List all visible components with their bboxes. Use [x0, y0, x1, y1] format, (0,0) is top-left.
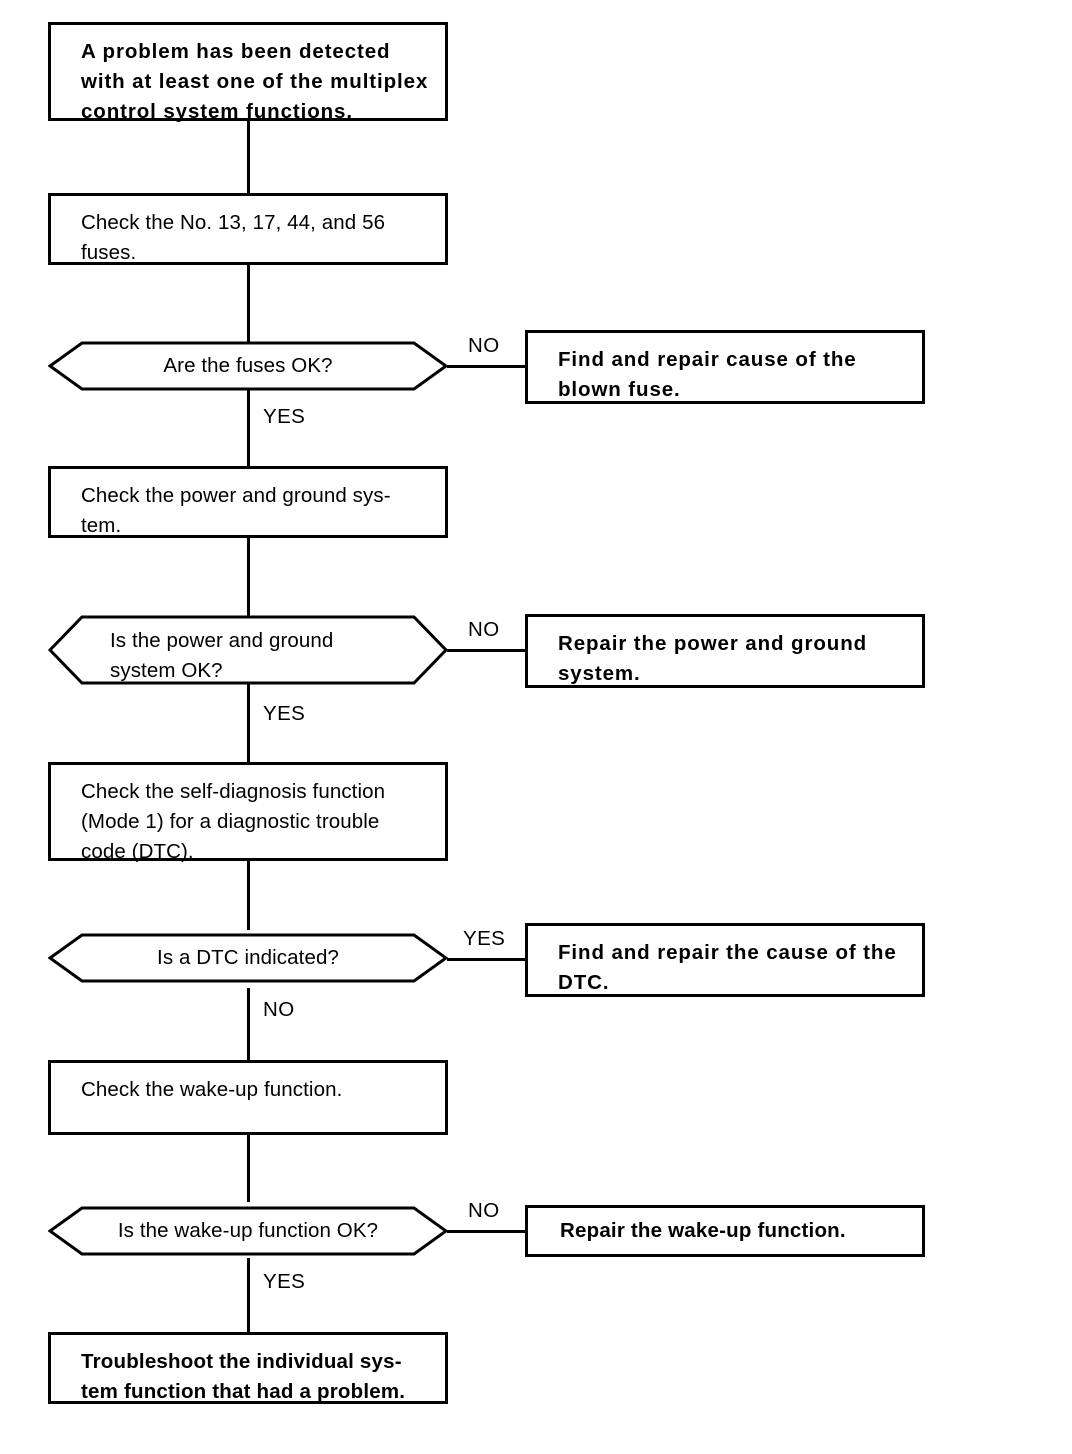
branch-label-power-yes: YES: [263, 702, 306, 725]
node-power-ground-ok: Is the power and ground system OK?: [48, 615, 448, 685]
connector-power-no-branch: [447, 649, 527, 652]
connector-dtc-yes-branch: [447, 958, 527, 961]
branch-label-power-no: NO: [468, 618, 500, 641]
node-power-ground-ok-text: Is the power and ground system OK?: [110, 629, 334, 682]
node-wakeup-ok: Is the wake-up function OK?: [48, 1206, 448, 1256]
node-check-fuses: Check the No. 13, 17, 44, and 56 fuses.: [48, 193, 448, 265]
connector-wakeup-no-branch: [447, 1230, 527, 1233]
node-check-wakeup-text: Check the wake-up function.: [81, 1078, 343, 1101]
connector-fuses-to-decision: [247, 262, 250, 344]
node-repair-dtc-text: Find and repair the cause of the DTC.: [558, 941, 897, 994]
node-repair-dtc: Find and repair the cause of the DTC.: [525, 923, 925, 997]
node-check-power-ground: Check the power and ground sys- tem.: [48, 466, 448, 538]
connector-power-to-decision: [247, 537, 250, 617]
hexagon-outline: [48, 615, 448, 685]
node-check-self-diagnosis-text: Check the self-diagnosis function (Mode …: [81, 780, 386, 863]
node-check-self-diagnosis: Check the self-diagnosis function (Mode …: [48, 762, 448, 863]
branch-label-dtc-yes: YES: [463, 927, 506, 950]
hexagon-outline: [48, 933, 448, 983]
branch-label-fuses-no: NO: [468, 334, 500, 357]
node-repair-blown-fuse: Find and repair cause of the blown fuse.: [525, 330, 925, 404]
node-repair-wakeup-text: Repair the wake-up function.: [560, 1219, 846, 1242]
connector-fuses-no-branch: [447, 365, 527, 368]
branch-label-wakeup-yes: YES: [263, 1270, 306, 1293]
node-check-wakeup: Check the wake-up function.: [48, 1060, 448, 1135]
node-troubleshoot-individual-text: Troubleshoot the individual sys- tem fun…: [81, 1350, 406, 1403]
node-repair-power-ground: Repair the power and ground system.: [525, 614, 925, 688]
node-check-power-ground-text: Check the power and ground sys- tem.: [81, 484, 391, 537]
connector-fusesok-to-power: [247, 388, 250, 466]
connector-wakeupcheck-to-decision: [247, 1132, 250, 1202]
node-problem-detected-text: A problem has been detected with at leas…: [81, 40, 429, 123]
branch-label-fuses-yes: YES: [263, 405, 306, 428]
branch-label-dtc-no: NO: [263, 998, 295, 1021]
connector-dtc-to-wakeupcheck: [247, 988, 250, 1060]
node-repair-power-ground-text: Repair the power and ground system.: [558, 632, 868, 685]
hexagon-outline: [48, 341, 448, 391]
connector-powerok-to-selfdiag: [247, 684, 250, 762]
node-repair-wakeup: Repair the wake-up function.: [525, 1205, 925, 1257]
connector-start-to-fuses: [247, 118, 250, 196]
node-problem-detected: A problem has been detected with at leas…: [48, 22, 448, 123]
node-dtc-indicated: Is a DTC indicated?: [48, 933, 448, 983]
node-troubleshoot-individual: Troubleshoot the individual sys- tem fun…: [48, 1332, 448, 1404]
node-check-fuses-text: Check the No. 13, 17, 44, and 56 fuses.: [81, 211, 386, 264]
connector-selfdiag-to-decision: [247, 859, 250, 930]
branch-label-wakeup-no: NO: [468, 1199, 500, 1222]
hexagon-outline: [48, 1206, 448, 1256]
node-are-fuses-ok: Are the fuses OK?: [48, 341, 448, 391]
node-dtc-indicated-text: Is a DTC indicated?: [157, 946, 339, 969]
connector-wakeupok-to-end: [247, 1258, 250, 1332]
node-are-fuses-ok-text: Are the fuses OK?: [163, 354, 333, 377]
node-repair-blown-fuse-text: Find and repair cause of the blown fuse.: [558, 348, 857, 401]
node-wakeup-ok-text: Is the wake-up function OK?: [117, 1219, 379, 1242]
